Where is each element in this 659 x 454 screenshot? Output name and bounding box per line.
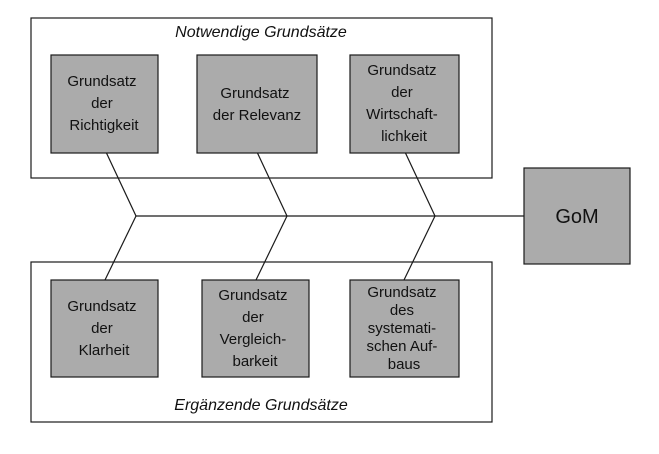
node-box-klarheit	[50, 279, 159, 378]
node-label-systematischer-aufbau: Grundsatz des systemati- schen Auf- baus	[366, 284, 441, 373]
node-box-vergleichbarkeit	[201, 279, 310, 378]
goal-label: GoM	[555, 206, 598, 228]
connector-top-2	[256, 151, 288, 217]
node-box-systematischer-aufbau	[349, 279, 460, 378]
connector-top-3	[404, 151, 436, 217]
node-label-richtigkeit: Grundsatz der Richtigkeit	[67, 73, 140, 134]
connector-bottom-2	[255, 215, 288, 281]
connector-top-1	[105, 151, 137, 217]
node-box-relevanz	[196, 54, 318, 154]
goal-box-gom	[523, 167, 631, 265]
connector-bottom-1	[104, 215, 137, 281]
node-box-richtigkeit	[50, 54, 159, 154]
connector-bottom-3	[403, 215, 436, 281]
top-group-title: Notwendige Grundsätze	[175, 24, 347, 41]
node-label-klarheit: Grundsatz der Klarheit	[67, 298, 140, 359]
node-label-wirtschaftlichkeit: Grundsatz der Wirtschaft- lichkeit	[366, 62, 442, 145]
node-label-relevanz: Grundsatz der Relevanz	[213, 85, 301, 124]
node-label-vergleichbarkeit: Grundsatz der Vergleich- barkeit	[218, 287, 291, 370]
node-box-wirtschaftlichkeit	[349, 54, 460, 154]
bottom-group-title: Ergänzende Grundsätze	[174, 397, 348, 414]
